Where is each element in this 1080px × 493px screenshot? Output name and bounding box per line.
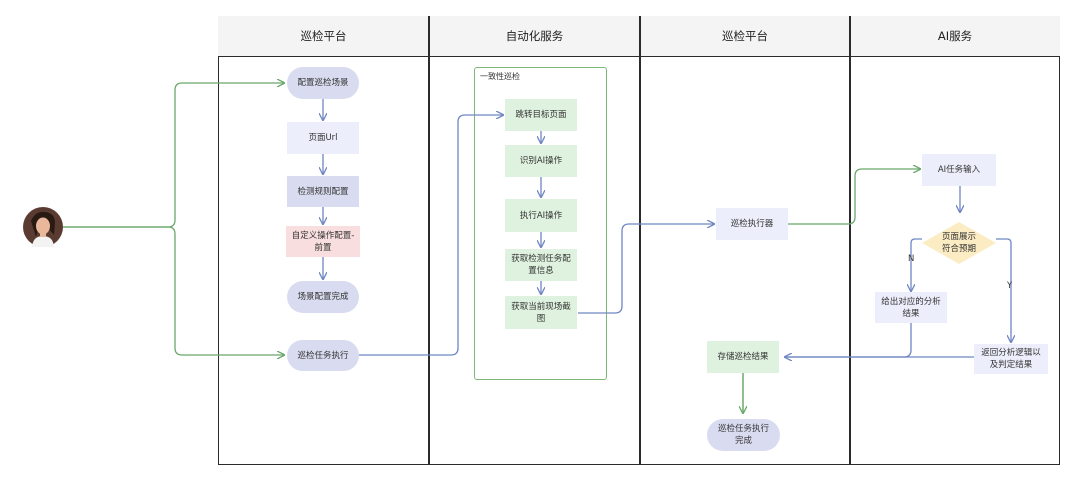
lane-header-inspection-platform-2: 巡检平台 xyxy=(640,16,850,57)
edge-avatar-config xyxy=(63,83,284,228)
scene-done-node: 场景配置完成 xyxy=(287,281,359,313)
return-logic-node: 返回分析逻辑以及判定结果 xyxy=(974,344,1048,374)
get-screenshot-node: 获取当前现场截图 xyxy=(505,296,577,329)
custom-operation-node: 自定义操作配置-前置 xyxy=(286,226,360,257)
edge-exec-jump xyxy=(359,115,503,356)
jump-page-node: 跳转目标页面 xyxy=(505,99,577,131)
lane-divider xyxy=(639,16,641,465)
lane-header-automation-service: 自动化服务 xyxy=(429,16,640,57)
edge-executor-ai xyxy=(788,169,920,225)
edge-screenshot-executor xyxy=(578,224,714,314)
get-task-info-node: 获取检测任务配置信息 xyxy=(505,249,577,281)
yes-branch-label: Y xyxy=(1007,281,1013,291)
page-expected-decision: 页面展示符合预期 xyxy=(922,222,996,264)
decision-label: 页面展示符合预期 xyxy=(941,232,976,254)
config-scene-node: 配置巡检场景 xyxy=(287,67,359,99)
lane-header-ai-service: AI服务 xyxy=(850,16,1060,57)
edge-diamond-yes xyxy=(996,238,1011,342)
task-done-node: 巡检任务执行完成 xyxy=(707,419,780,451)
exec-ai-node: 执行AI操作 xyxy=(505,199,577,232)
store-result-node: 存储巡检结果 xyxy=(707,341,779,373)
lane-divider xyxy=(849,16,851,465)
analysis-result-node: 给出对应的分析结果 xyxy=(875,292,947,323)
lane-divider xyxy=(428,16,430,465)
executor-node: 巡检执行器 xyxy=(716,208,788,240)
lane-header-inspection-platform-1: 巡检平台 xyxy=(218,16,429,57)
page-url-node: 页面Url xyxy=(287,122,359,154)
no-branch-label: N xyxy=(908,254,915,264)
edge-avatar-exec xyxy=(63,226,284,355)
edge-diamond-no xyxy=(911,238,922,291)
edge-analysis-store xyxy=(785,323,912,357)
detect-rules-node: 检测规则配置 xyxy=(287,176,359,207)
task-exec-node: 巡检任务执行 xyxy=(287,340,359,371)
user-avatar-icon xyxy=(23,207,63,247)
ai-input-node: AI任务输入 xyxy=(922,154,996,186)
identify-ai-node: 识别AI操作 xyxy=(505,145,577,177)
consistency-inspection-group xyxy=(474,67,607,380)
group-label: 一致性巡检 xyxy=(480,72,520,81)
